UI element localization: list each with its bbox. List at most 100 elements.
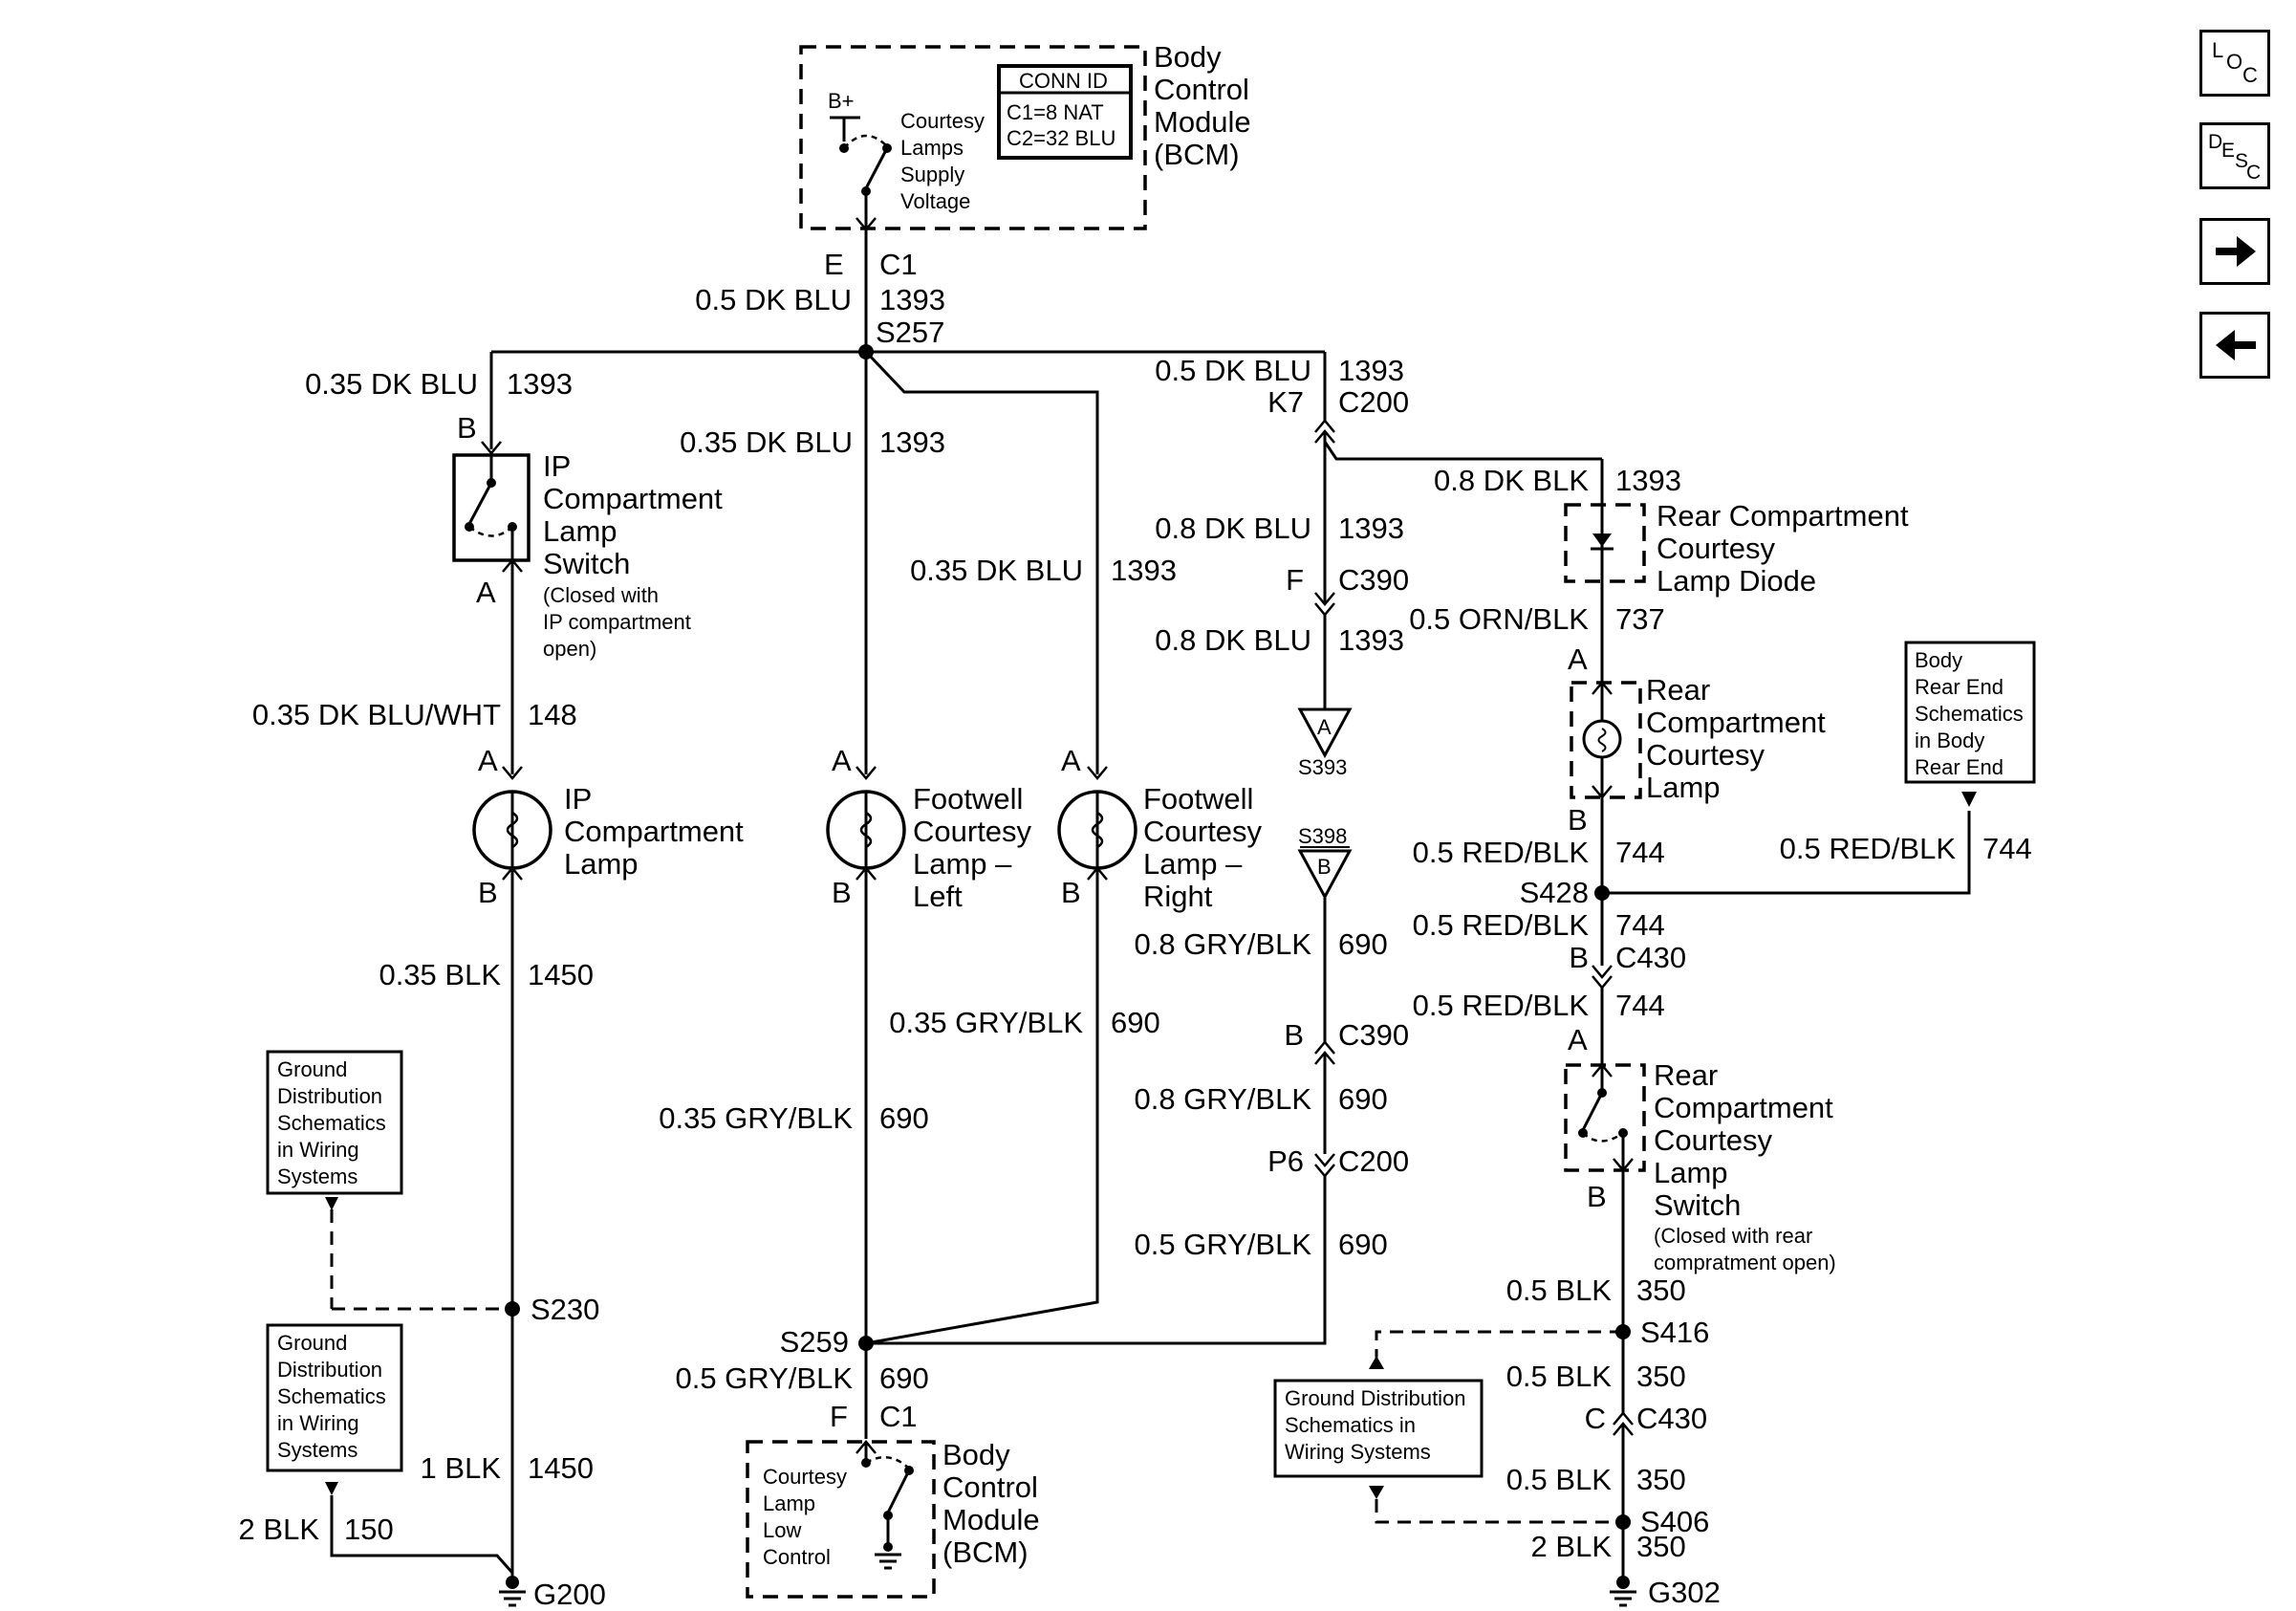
- rear-lamp-title-3: Courtesy: [1646, 738, 1765, 772]
- wire-ip-switch-out-gauge: 0.35 DK BLU/WHT: [252, 698, 501, 731]
- rear-switch-title-1: Rear: [1654, 1058, 1718, 1092]
- wire-s428-c430-circuit: 744: [1615, 908, 1665, 942]
- body-rear-line-4: in Body: [1915, 729, 1984, 752]
- bcm-bottom-internal-3: Low: [763, 1518, 801, 1542]
- wire-s406-g302-gauge: 2 BLK: [1531, 1530, 1613, 1563]
- desc-letter-s: S: [2235, 150, 2248, 172]
- loc-button[interactable]: L O C: [2199, 30, 2270, 97]
- ip-switch-note-1: (Closed with: [543, 583, 659, 607]
- rear-switch-note-2: compratment open): [1654, 1251, 1836, 1274]
- bcm-bottom-internal-1: Courtesy: [763, 1465, 847, 1489]
- bcm-bottom-title-4: (BCM): [942, 1535, 1029, 1569]
- rear-switch-note-1: (Closed with rear: [1654, 1224, 1812, 1248]
- rear-compartment-courtesy-lamp-switch: [1564, 1063, 1646, 1172]
- rear-lamp-title-4: Lamp: [1646, 771, 1721, 804]
- conn-p6-pin: P6: [1267, 1144, 1304, 1178]
- wire-bcm-out-gauge: 0.5 DK BLU: [695, 283, 852, 316]
- ground-ref-box-3[interactable]: Ground Distribution Schematics in Wiring…: [1273, 1379, 1484, 1478]
- wire-ip-switch-in-circuit: 1393: [507, 367, 573, 401]
- rear-switch-title-4: Lamp: [1654, 1156, 1728, 1189]
- ip-switch-pin-in: B: [457, 411, 477, 445]
- wire-s398-c390-gauge: 0.8 GRY/BLK: [1134, 927, 1311, 961]
- desc-letter-d: D: [2208, 131, 2222, 153]
- bcm-top-pin: E: [824, 248, 844, 281]
- wire-s259-bcm-gauge: 0.5 GRY/BLK: [675, 1361, 853, 1395]
- wire-ground-150-gauge: 2 BLK: [239, 1513, 320, 1546]
- bcm-bottom: Courtesy Lamp Low Control: [746, 1440, 936, 1599]
- wire-s416-c430-circuit: 350: [1636, 1360, 1686, 1393]
- footwell-courtesy-lamp-right: [1057, 790, 1137, 870]
- wire-ip-switch-out-circuit: 148: [528, 698, 577, 731]
- conn-id-row-1: C1=8 NAT: [1007, 100, 1104, 124]
- ip-switch-note-3: open): [543, 637, 596, 661]
- ip-lamp-pin-out: B: [478, 876, 498, 909]
- conn-c390-b-conn: C390: [1338, 1018, 1409, 1052]
- wire-c200-s259-circuit: 690: [1338, 1228, 1388, 1261]
- body-rear-end-ref-box[interactable]: Body Rear End Schematics in Body Rear En…: [1904, 641, 2036, 784]
- bcm-top-internal-4: Voltage: [900, 189, 970, 213]
- ground-ref-2-line-3: Schematics: [277, 1384, 386, 1408]
- wire-footwell-right-in-circuit: 1393: [1111, 554, 1177, 587]
- prev-button[interactable]: [2199, 312, 2270, 379]
- offpage-s398-label: S398: [1298, 824, 1347, 848]
- body-rear-line-3: Schematics: [1915, 702, 2024, 726]
- ground-ref-box-2[interactable]: Ground Distribution Schematics in Wiring…: [266, 1323, 403, 1472]
- wire-to-diode-circuit: 1393: [1615, 464, 1681, 497]
- ip-lamp-pin-in: A: [478, 744, 498, 777]
- arrow-right-icon: [2216, 236, 2256, 267]
- wire-c390-s393-circuit: 1393: [1338, 623, 1404, 657]
- loc-letter-l: L: [2212, 38, 2223, 62]
- bcm-bottom-title-3: Module: [942, 1503, 1040, 1536]
- wire-c430-switch-circuit: 744: [1615, 989, 1665, 1022]
- ground-ref-3-line-1: Ground Distribution: [1285, 1386, 1466, 1410]
- ground-g200-label: G200: [533, 1578, 606, 1611]
- desc-button[interactable]: D E S C: [2199, 122, 2270, 189]
- rear-lamp-title-2: Compartment: [1646, 706, 1826, 739]
- wire-diode-out-circuit: 737: [1615, 602, 1665, 636]
- offpage-s398[interactable]: S398 B: [1297, 824, 1353, 901]
- offpage-s393[interactable]: A S393: [1297, 708, 1353, 779]
- wire-rear-lamp-out-circuit: 744: [1615, 836, 1665, 869]
- wire-footwell-right-out-gauge: 0.35 GRY/BLK: [889, 1006, 1083, 1039]
- ip-lamp-title-2: Compartment: [564, 815, 744, 848]
- footwell-left-title-1: Footwell: [913, 782, 1023, 816]
- ip-switch-title-1: IP: [543, 449, 571, 483]
- bcm-top: Body Control Module (BCM) CONN ID C1=8 N…: [799, 40, 1251, 231]
- body-rear-line-5: Rear End: [1915, 755, 2004, 779]
- footwell-right-pin-in: A: [1061, 744, 1081, 777]
- wire-switch-out-circuit: 350: [1636, 1274, 1686, 1307]
- footwell-right-title-3: Lamp –: [1143, 847, 1243, 881]
- ground-ref-1-line-3: Schematics: [277, 1111, 386, 1135]
- ip-switch-title-2: Compartment: [543, 482, 723, 515]
- rear-diode-title-2: Courtesy: [1657, 532, 1776, 565]
- conn-id-header: CONN ID: [1019, 69, 1108, 93]
- ground-ref-2-line-4: in Wiring: [277, 1411, 359, 1435]
- ip-compartment-lamp: [472, 790, 552, 870]
- rear-lamp-title-1: Rear: [1646, 673, 1710, 707]
- rear-diode-title-1: Rear Compartment: [1657, 499, 1909, 533]
- ground-ref-box-1[interactable]: Ground Distribution Schematics in Wiring…: [266, 1050, 403, 1195]
- wire-c390-s393-gauge: 0.8 DK BLU: [1155, 623, 1311, 657]
- wire-k7-c390-gauge: 0.8 DK BLU: [1155, 512, 1311, 545]
- conn-id-table: CONN ID C1=8 NAT C2=32 BLU: [997, 64, 1133, 160]
- ground-g200: [499, 1576, 526, 1607]
- body-rear-line-1: Body: [1915, 648, 1962, 672]
- ip-switch-note-2: IP compartment: [543, 610, 691, 634]
- wire-s406-g302-circuit: 350: [1636, 1530, 1686, 1563]
- footwell-left-title-2: Courtesy: [913, 815, 1032, 848]
- splice-s230-label: S230: [531, 1293, 599, 1326]
- rear-compartment-courtesy-lamp-diode: [1564, 503, 1646, 583]
- next-button[interactable]: [2199, 218, 2270, 285]
- wire-s230-g200-circuit: 1450: [528, 1451, 594, 1485]
- rear-switch-title-2: Compartment: [1654, 1091, 1833, 1124]
- splice-s259-label: S259: [780, 1325, 849, 1359]
- bcm-top-title-2: Control: [1154, 73, 1249, 106]
- rear-diode-title-3: Lamp Diode: [1657, 564, 1816, 598]
- ground-ref-3-line-2: Schematics in: [1285, 1413, 1416, 1437]
- rear-switch-title-5: Switch: [1654, 1188, 1741, 1222]
- bcm-bottom-internal-4: Control: [763, 1545, 831, 1569]
- offpage-s398-letter: B: [1317, 855, 1332, 879]
- wire-rear-body-744-gauge: 0.5 RED/BLK: [1780, 832, 1957, 865]
- desc-letter-e: E: [2221, 140, 2235, 162]
